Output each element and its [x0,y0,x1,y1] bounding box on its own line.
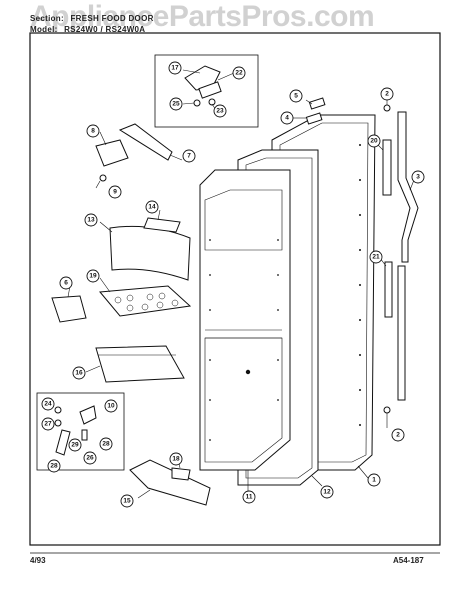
section-label: Section: [30,14,64,23]
handle-lower-part [397,265,406,401]
svg-text:1: 1 [372,477,376,484]
callout-5: 5 [289,89,303,103]
egg-tray-19-part [99,285,192,317]
screw-9-part [99,174,107,182]
hinge-cam-7-part [118,123,173,161]
callout-24: 24 [41,397,55,411]
svg-text:27: 27 [44,421,52,428]
svg-text:7: 7 [187,153,191,160]
model-line: Model: RS24W0 / RS24W0A [30,25,145,34]
cover-14-part [143,217,181,233]
clip-18-part [171,467,191,481]
callout-14: 14 [145,200,159,214]
svg-text:3: 3 [416,174,420,181]
callout-1: 1 [367,473,381,487]
svg-text:21: 21 [372,254,380,261]
callout-12: 12 [320,485,334,499]
svg-text:6: 6 [64,280,68,287]
svg-text:9: 9 [113,189,117,196]
callout-18: 18 [169,452,183,466]
footer-drawing-number: A54-187 [393,556,424,565]
hinge-pin-bottom-part [383,406,391,414]
hinge-bushing-part [208,98,216,106]
callout-29: 29 [68,438,82,452]
callout-27: 27 [41,417,55,431]
svg-text:22: 22 [235,70,243,77]
svg-text:16: 16 [75,370,83,377]
lower-inset-box [36,392,125,471]
callout-15: 15 [120,494,134,508]
callout-4: 4 [280,111,294,125]
svg-text:18: 18 [172,456,180,463]
callout-11: 11 [242,490,256,504]
section-value: FRESH FOOD DOOR [70,14,154,23]
svg-text:2: 2 [385,91,389,98]
callout-21: 21 [369,250,383,264]
cap-5-part [308,97,326,110]
svg-text:8: 8 [91,128,95,135]
callout-20: 20 [367,134,381,148]
svg-text:5: 5 [294,93,298,100]
svg-text:24: 24 [44,401,52,408]
svg-text:2: 2 [396,432,400,439]
svg-text:12: 12 [323,489,331,496]
svg-text:14: 14 [148,204,156,211]
svg-text:11: 11 [246,494,253,501]
svg-text:4: 4 [285,115,289,122]
hinge-screw-part [193,99,201,107]
callout-28-upper: 28 [99,437,113,451]
handle-upper-part [397,111,419,263]
watermark-logo: AppliancePartsPros.com [30,0,375,33]
callout-10: 10 [104,399,118,413]
svg-text:13: 13 [87,217,95,224]
hinge-inset-box [154,54,259,128]
model-value: RS24W0 / RS24W0A [64,25,146,34]
bracket-6-part [51,295,87,323]
svg-text:23: 23 [216,108,224,115]
trim-upper-part [382,139,392,196]
callout-2-top: 2 [380,87,394,101]
svg-text:10: 10 [107,403,115,410]
dairy-cover-13-part [109,225,191,281]
svg-text:17: 17 [171,65,179,72]
callout-2-bottom: 2 [391,428,405,442]
callout-17: 17 [168,61,182,75]
hinge-plate-part [198,81,222,99]
svg-text:20: 20 [370,138,378,145]
liner-screw-part [245,369,251,375]
callout-26: 26 [83,451,97,465]
callout-28-lower: 28 [47,459,61,473]
bottom-shelf-15-part [129,459,211,506]
callout-25: 25 [169,97,183,111]
svg-text:25: 25 [172,101,180,108]
callout-19: 19 [86,269,100,283]
callout-23: 23 [213,104,227,118]
callout-22: 22 [232,66,246,80]
svg-text:15: 15 [123,498,131,505]
svg-text:26: 26 [86,455,94,462]
svg-text:29: 29 [71,442,79,449]
svg-text:19: 19 [89,273,97,280]
diagram-frame [29,32,441,546]
callout-7: 7 [182,149,196,163]
section-line: Section: FRESH FOOD DOOR [30,14,154,23]
cap-4-part [305,112,323,125]
door-shelf-16-part [95,345,185,383]
trim-lower-part [384,261,393,318]
hinge-block-8-part [95,139,129,167]
callout-16: 16 [72,366,86,380]
model-label: Model: [30,25,58,34]
callout-13: 13 [84,213,98,227]
footer-date: 4/93 [30,556,46,565]
callout-8: 8 [86,124,100,138]
svg-text:28: 28 [50,463,58,470]
callout-9: 9 [108,185,122,199]
svg-text:28: 28 [102,441,110,448]
callout-6: 6 [59,276,73,290]
hinge-pin-top-part [383,104,391,112]
callout-3: 3 [411,170,425,184]
door-liner [199,169,291,471]
